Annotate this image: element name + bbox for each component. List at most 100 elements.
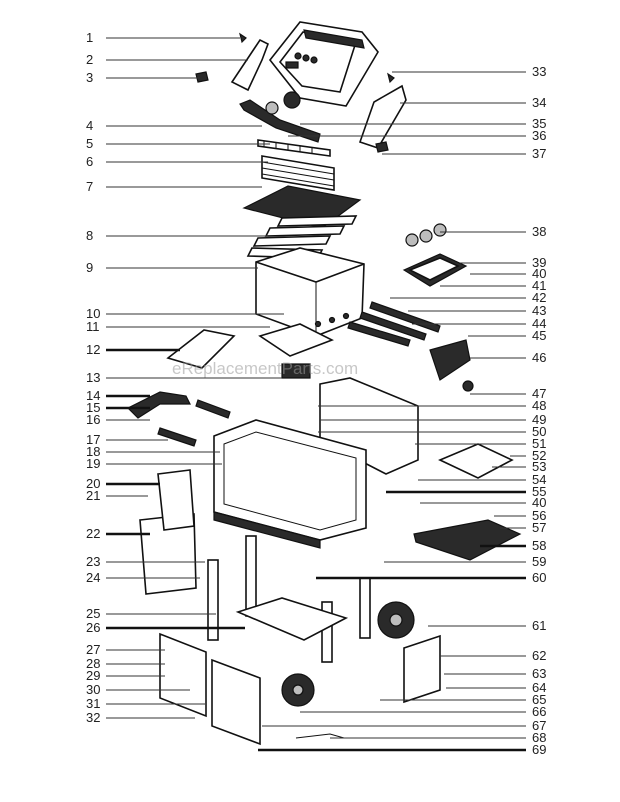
handle-rod bbox=[195, 399, 231, 419]
callout-18: 18 bbox=[86, 444, 100, 459]
callout-56: 56 bbox=[532, 508, 546, 523]
callout-21: 21 bbox=[86, 488, 100, 503]
callout-33: 33 bbox=[532, 64, 546, 79]
slide-out-tray bbox=[438, 443, 514, 479]
callout-28: 28 bbox=[86, 656, 100, 671]
igniter-wire bbox=[295, 733, 345, 739]
warming-rack bbox=[257, 139, 331, 157]
callout-12: 12 bbox=[86, 342, 100, 357]
wheel-hub bbox=[389, 613, 403, 627]
left-end-cap bbox=[230, 38, 270, 92]
gas-valves bbox=[402, 223, 468, 287]
cart-legs bbox=[207, 535, 371, 663]
callout-32: 32 bbox=[86, 710, 100, 725]
callout-41: 41 bbox=[532, 278, 546, 293]
callout-23: 23 bbox=[86, 554, 100, 569]
callout-40: 40 bbox=[532, 495, 546, 510]
right-end-cap bbox=[358, 84, 407, 149]
callout-59: 59 bbox=[532, 554, 546, 569]
callout-34: 34 bbox=[532, 95, 546, 110]
callout-44: 44 bbox=[532, 316, 546, 331]
callout-31: 31 bbox=[86, 696, 100, 711]
drip-tray bbox=[166, 329, 236, 369]
catch-pan bbox=[258, 323, 334, 357]
callout-55: 55 bbox=[532, 484, 546, 499]
manifold bbox=[429, 339, 471, 381]
callout-25: 25 bbox=[86, 606, 100, 621]
screw bbox=[239, 32, 247, 44]
left-wheel-hub bbox=[292, 684, 304, 696]
left-door bbox=[159, 632, 207, 718]
callout-4: 4 bbox=[86, 118, 93, 133]
callout-63: 63 bbox=[532, 666, 546, 681]
callout-57: 57 bbox=[532, 520, 546, 535]
callout-3: 3 bbox=[86, 70, 93, 85]
right-leg-panel bbox=[403, 634, 441, 704]
callout-5: 5 bbox=[86, 136, 93, 151]
callout-6: 6 bbox=[86, 154, 93, 169]
callout-67: 67 bbox=[532, 718, 546, 733]
callout-35: 35 bbox=[532, 116, 546, 131]
callout-14: 14 bbox=[86, 388, 100, 403]
callout-19: 19 bbox=[86, 456, 100, 471]
callout-24: 24 bbox=[86, 570, 100, 585]
callout-54: 54 bbox=[532, 472, 546, 487]
left-handle bbox=[126, 391, 191, 419]
callout-29: 29 bbox=[86, 668, 100, 683]
callout-1: 1 bbox=[86, 30, 93, 45]
right-callouts: 3334353637383940414243444546474849505152… bbox=[258, 64, 546, 757]
callout-52: 52 bbox=[532, 448, 546, 463]
front-handle bbox=[413, 519, 522, 561]
callout-10: 10 bbox=[86, 306, 100, 321]
callout-30: 30 bbox=[86, 682, 100, 697]
callout-66: 66 bbox=[532, 704, 546, 719]
callout-45: 45 bbox=[532, 328, 546, 343]
callout-62: 62 bbox=[532, 648, 546, 663]
lid-bumper bbox=[195, 71, 209, 83]
callout-7: 7 bbox=[86, 179, 93, 194]
grease-collector bbox=[281, 363, 311, 379]
callout-2: 2 bbox=[86, 52, 93, 67]
bumper-right bbox=[375, 141, 389, 153]
callout-11: 11 bbox=[86, 319, 100, 334]
callout-8: 8 bbox=[86, 228, 93, 243]
callout-51: 51 bbox=[532, 436, 546, 451]
handle-rod-2 bbox=[157, 427, 197, 447]
callout-64: 64 bbox=[532, 680, 546, 695]
grill-lid bbox=[268, 21, 379, 107]
callout-43: 43 bbox=[532, 303, 546, 318]
callout-68: 68 bbox=[532, 730, 546, 745]
callout-15: 15 bbox=[86, 400, 100, 415]
callout-69: 69 bbox=[532, 742, 546, 757]
callout-37: 37 bbox=[532, 146, 546, 161]
cooking-grates bbox=[261, 155, 335, 191]
grill-parts-drawing bbox=[126, 21, 522, 746]
callout-49: 49 bbox=[532, 412, 546, 427]
callout-38: 38 bbox=[532, 224, 546, 239]
callout-61: 61 bbox=[532, 618, 546, 633]
callout-39: 39 bbox=[532, 255, 546, 270]
screw-right bbox=[387, 72, 395, 84]
callout-65: 65 bbox=[532, 692, 546, 707]
thermometer bbox=[283, 91, 301, 109]
left-side-panel bbox=[157, 469, 195, 531]
regulator bbox=[462, 380, 474, 392]
lid-handle bbox=[239, 99, 321, 143]
cookbox bbox=[255, 247, 365, 337]
callout-47: 47 bbox=[532, 386, 546, 401]
callout-16: 16 bbox=[86, 412, 100, 427]
callout-36: 36 bbox=[532, 128, 546, 143]
callout-42: 42 bbox=[532, 290, 546, 305]
callout-53: 53 bbox=[532, 459, 546, 474]
callout-17: 17 bbox=[86, 432, 100, 447]
callout-20: 20 bbox=[86, 476, 100, 491]
callout-46: 46 bbox=[532, 350, 546, 365]
callout-58: 58 bbox=[532, 538, 546, 553]
left-callouts: 1234567891011121314151617181920212223242… bbox=[86, 30, 284, 725]
callout-9: 9 bbox=[86, 260, 93, 275]
watermark: eReplacementParts.com bbox=[172, 359, 358, 378]
thermometer-bezel bbox=[265, 101, 279, 115]
callout-60: 60 bbox=[532, 570, 546, 585]
callout-22: 22 bbox=[86, 526, 100, 541]
